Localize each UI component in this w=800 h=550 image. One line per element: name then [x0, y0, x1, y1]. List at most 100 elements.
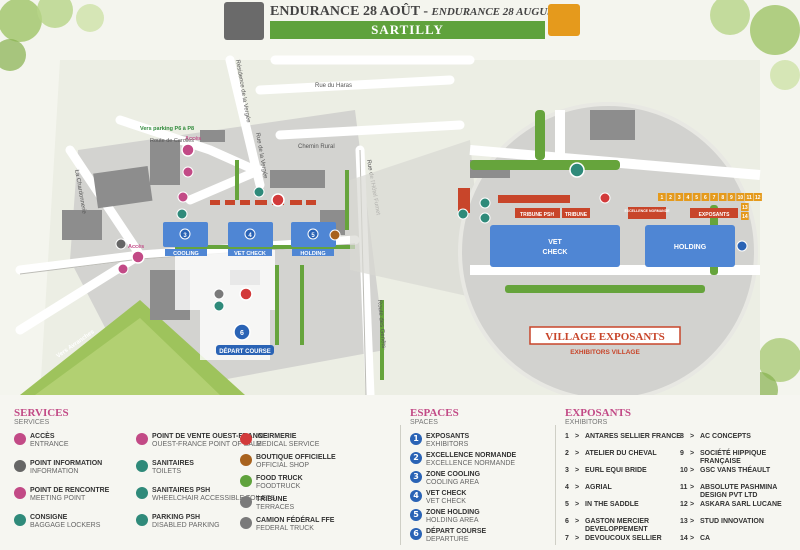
arrow-icon: >: [575, 433, 580, 440]
service-sublabel: WHEELCHAIR ACCESSIBLE TOILETS: [152, 495, 276, 502]
tribune-psh[interactable]: [515, 208, 560, 218]
meeting-point-icon: [117, 263, 129, 275]
arrow-icon: >: [575, 484, 580, 491]
label-holding-tag: HOLDING: [300, 251, 325, 257]
exhibitor-number: 2: [565, 450, 569, 457]
medical-cross-icon: [599, 192, 611, 204]
inset-vet-label-1: VET: [548, 239, 562, 246]
stand-box[interactable]: [701, 193, 710, 201]
exhibitor-name: EURL EQUI BRIDE: [585, 467, 647, 474]
stand-box[interactable]: [666, 193, 675, 201]
toilets-icon: [479, 197, 491, 209]
exhibitor-name: ABSOLUTE PASHMINA DESIGN PVT LTD: [700, 484, 777, 499]
espace-sublabel: VET CHECK: [426, 498, 466, 505]
exhibitor-number: 12: [680, 501, 688, 508]
service-sublabel: TERRACES: [256, 504, 295, 511]
arrow-icon: >: [575, 467, 580, 474]
service-label: ACCÈS: [30, 433, 55, 440]
food-truck-icon: [240, 475, 252, 487]
service-label: POINT DE RENCONTRE: [30, 487, 110, 494]
stand-box[interactable]: [675, 193, 684, 201]
stand-box[interactable]: [658, 193, 666, 201]
exhibitor-name: ANTARES SELLIER FRANCE: [585, 433, 681, 440]
accessible-toilets-icon: [253, 186, 265, 198]
exhibitor-name: IN THE SADDLE: [585, 501, 639, 508]
service-sublabel: BAGGAGE LOCKERS: [30, 522, 101, 529]
locker-icon: [457, 208, 469, 220]
stand-box[interactable]: [753, 193, 762, 201]
stand-box[interactable]: [727, 193, 736, 201]
inset-tribune-label: TRIBUNE: [565, 212, 588, 218]
service-sublabel: TOILETS: [152, 468, 182, 475]
arrow-icon: >: [690, 450, 695, 457]
service-label: CAMION FÉDÉRAL FFE: [256, 517, 335, 524]
service-sublabel: INFORMATION: [30, 468, 79, 475]
medical-cross-icon: [240, 433, 252, 445]
espace-label: EXCELLENCE NORMANDE: [426, 452, 517, 459]
exhibitors-village-inset[interactable]: TRIBUNE PSH TRIBUNE EXCELLENCE NORMANDE …: [457, 102, 762, 402]
exhibitor-name: STUD INNOVATION: [700, 518, 764, 525]
exhibitor-number: 5: [565, 501, 569, 508]
stand-box[interactable]: [710, 193, 718, 201]
espace-label: ZONE COOLING: [426, 471, 481, 478]
service-sublabel: ENTRANCE: [30, 441, 69, 448]
disabled-parking-icon: [479, 212, 491, 224]
info-icon: [115, 238, 127, 250]
stand-box[interactable]: [741, 203, 749, 211]
inset-holding-label: HOLDING: [674, 244, 707, 251]
service-sublabel: MEDICAL SERVICE: [256, 441, 320, 448]
page-title: ENDURANCE 28 AOÛT - ENDURANCE 28 AUGUST: [270, 4, 560, 20]
service-label: INFIRMERIE: [256, 433, 297, 440]
stand-number-label: 6: [704, 195, 707, 201]
exhibitor-name: DEVOUCOUX SELLIER: [585, 535, 662, 542]
village-title: VILLAGE EXPOSANTS: [545, 331, 665, 343]
stand-box[interactable]: [718, 193, 727, 201]
exhibitor-number: 6: [565, 518, 569, 525]
exposants-block[interactable]: [690, 208, 738, 218]
stand-box[interactable]: [736, 193, 745, 201]
stand-number-label: 1: [660, 195, 663, 201]
map-canvas: COOLING VET CHECK HOLDING COOLING VET CH…: [0, 0, 800, 408]
entrance-icon: [14, 433, 26, 445]
title-en: ENDURANCE 28 AUGUST: [431, 6, 561, 18]
stand-box[interactable]: [692, 193, 701, 201]
svg-text:Rue du Haras: Rue du Haras: [315, 83, 352, 89]
exhibitor-number: 4: [565, 484, 569, 491]
exhibitor-number: 11: [680, 484, 688, 491]
stand-number-label: 11: [746, 195, 752, 201]
arrow-icon: >: [690, 518, 695, 525]
inset-vet-check-zone[interactable]: [490, 225, 620, 267]
locker-icon: [14, 514, 26, 526]
newspaper-icon: [136, 433, 148, 445]
stand-number-label: 2: [669, 195, 672, 201]
service-label: SANITAIRES: [152, 460, 194, 467]
inset-holding-zone[interactable]: [645, 225, 735, 267]
stand-box[interactable]: [741, 212, 749, 220]
service-label: PARKING PSH: [152, 514, 201, 521]
village-title-plate: [529, 326, 681, 345]
exhibitor-number: 10: [680, 467, 688, 474]
stand-box[interactable]: [684, 193, 692, 201]
zone-number-icon: 3: [410, 471, 422, 483]
service-sublabel: FEDERAL TRUCK: [256, 525, 314, 532]
arrow-icon: >: [575, 501, 580, 508]
tribune[interactable]: [562, 208, 590, 218]
stand-box[interactable]: [745, 193, 754, 201]
depart-course-tag: [216, 345, 274, 355]
stand-number-label: 5: [695, 195, 698, 201]
excellence-normande[interactable]: [628, 207, 666, 219]
svg-text:Vers parking P6 à P8: Vers parking P6 à P8: [140, 126, 194, 132]
buildings: [62, 130, 345, 320]
exposants-subtitle: EXHIBITORS: [565, 419, 608, 426]
